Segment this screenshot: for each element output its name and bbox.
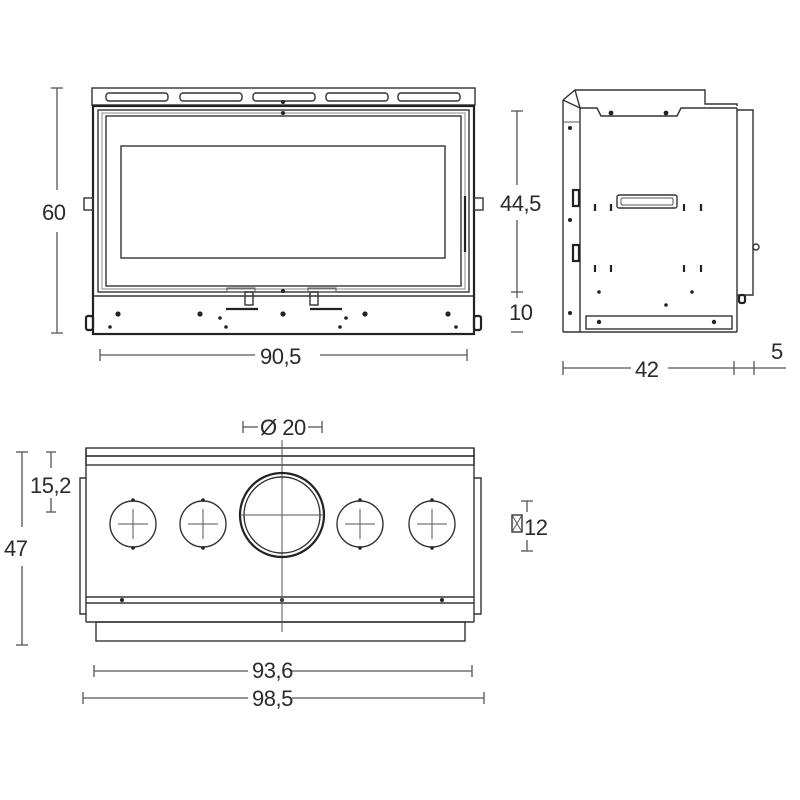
inlet-size-label: 12 bbox=[524, 515, 548, 540]
right-side-lug bbox=[473, 197, 484, 211]
outer-width-label: 98,5 bbox=[252, 686, 293, 711]
dimension-inlet-size: 12 bbox=[511, 500, 548, 552]
dimension-side-depth: 42 5 bbox=[562, 339, 786, 382]
inner-width-label: 93,6 bbox=[252, 658, 293, 683]
left-side-rail bbox=[79, 477, 86, 615]
air-port-1 bbox=[109, 498, 157, 550]
air-ports-small bbox=[109, 498, 456, 550]
vent-slots bbox=[105, 92, 461, 102]
air-port-4 bbox=[408, 498, 456, 550]
side-upper-height-label: 44,5 bbox=[500, 191, 541, 216]
dimension-inner-width: 93,6 bbox=[93, 658, 473, 683]
side-lower-height-label: 10 bbox=[509, 300, 533, 325]
front-view: 60 90,5 bbox=[42, 87, 484, 369]
left-side-lug bbox=[83, 197, 94, 211]
front-width-label: 90,5 bbox=[260, 344, 301, 369]
flue-diameter-label: Ø 20 bbox=[260, 415, 306, 440]
air-port-2 bbox=[179, 498, 227, 550]
right-foot bbox=[472, 314, 483, 332]
rear-extension bbox=[737, 109, 754, 296]
dimension-side-lower-height: 10 bbox=[509, 292, 533, 333]
dimension-front-width: 90,5 bbox=[99, 344, 468, 369]
side-bottom-rail bbox=[585, 315, 733, 330]
base-hinges bbox=[226, 287, 342, 311]
side-bracket bbox=[616, 194, 678, 209]
top-profile bbox=[562, 89, 738, 106]
square-section-icon bbox=[511, 514, 523, 533]
front-height-label: 60 bbox=[42, 200, 66, 225]
top-front-base bbox=[95, 621, 466, 642]
dimension-front-height: 60 bbox=[42, 87, 66, 334]
top-depth-label: 47 bbox=[4, 536, 28, 561]
front-frame bbox=[91, 104, 476, 336]
dimension-flue-offset: 15,2 bbox=[30, 451, 72, 513]
side-slots bbox=[593, 204, 703, 272]
side-depth-label: 42 bbox=[635, 357, 659, 382]
flue-outlet-large bbox=[238, 471, 326, 559]
dimension-side-upper-height: 44,5 bbox=[500, 110, 542, 293]
door-frame-inner bbox=[105, 115, 462, 287]
dimension-flue-diameter: Ø 20 bbox=[242, 415, 323, 440]
right-side-rail bbox=[474, 477, 482, 615]
side-latch-lower bbox=[571, 243, 581, 263]
base-screws bbox=[108, 100, 458, 329]
dimension-outer-width: 98,5 bbox=[82, 686, 485, 711]
flue-offset-label: 15,2 bbox=[30, 473, 71, 498]
left-foot bbox=[84, 314, 95, 332]
door-frame-outer bbox=[97, 109, 470, 293]
side-view: 44,5 10 42 5 bbox=[500, 89, 786, 382]
side-rear-extension-label: 5 bbox=[771, 339, 783, 364]
dimension-top-depth: 47 bbox=[4, 451, 28, 646]
glass-window bbox=[120, 145, 446, 259]
top-rear-band bbox=[85, 447, 475, 457]
air-port-3 bbox=[336, 498, 384, 550]
top-view: Ø 20 47 15,2 bbox=[4, 415, 548, 711]
side-latch-upper bbox=[571, 188, 581, 208]
